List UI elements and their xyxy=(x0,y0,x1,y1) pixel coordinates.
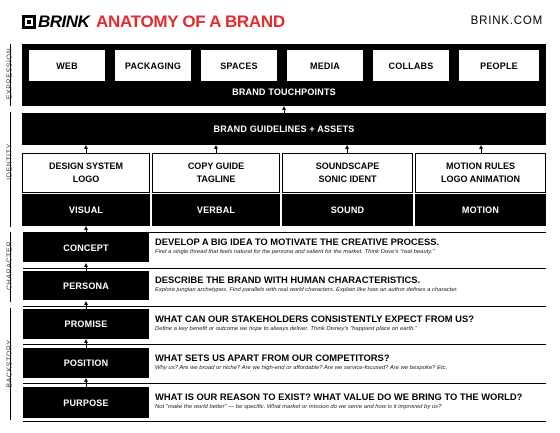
arrow-up-icon xyxy=(83,339,88,343)
identity-verbal: VERBAL xyxy=(152,194,280,226)
identity-visual-assets: DESIGN SYSTEM LOGO xyxy=(22,153,150,193)
brink-logo-icon xyxy=(22,15,36,29)
arrow-stem xyxy=(215,148,217,153)
arrow-up-icon xyxy=(478,145,483,149)
identity-visual-line2: LOGO xyxy=(72,174,100,184)
arrow-stem xyxy=(85,266,87,271)
arrow-up-icon xyxy=(83,226,88,230)
row-label-persona: PERSONA xyxy=(23,271,149,300)
arrow-up-icon xyxy=(83,378,88,382)
row-label-concept: CONCEPT xyxy=(23,233,149,262)
identity-visual: VISUAL xyxy=(22,194,150,226)
arrow-stem xyxy=(480,148,482,153)
identity-visual-line1: DESIGN SYSTEM xyxy=(48,160,123,171)
row-divider xyxy=(23,421,546,422)
brand-touchpoints-label: BRAND TOUCHPOINTS xyxy=(232,87,336,97)
row-divider xyxy=(23,306,546,307)
arrow-up-icon xyxy=(83,145,88,149)
touchpoint-media: MEDIA xyxy=(287,50,363,81)
arrow-stem xyxy=(85,304,87,309)
arrow-up-icon xyxy=(83,263,88,267)
page-title: ANATOMY OF A BRAND xyxy=(96,12,285,31)
touchpoint-packaging: PACKAGING xyxy=(115,50,191,81)
row-label-promise: PROMISE xyxy=(23,309,149,339)
identity-motion-line2: LOGO ANIMATION xyxy=(441,174,520,184)
side-label-character: CHARACTER xyxy=(6,241,14,290)
row-heading: DESCRIBE THE BRAND WITH HUMAN CHARACTERI… xyxy=(155,274,421,285)
row-heading: WHAT CAN OUR STAKEHOLDERS CONSISTENTLY E… xyxy=(155,313,474,324)
arrow-stem xyxy=(283,109,285,113)
identity-verbal-line2: TAGLINE xyxy=(196,174,236,184)
character-divider xyxy=(10,232,11,302)
arrow-stem xyxy=(85,148,87,153)
identity-divider xyxy=(10,112,11,227)
brink-logo: BRINK xyxy=(22,12,90,32)
identity-motion-line1: MOTION RULES xyxy=(446,160,515,171)
row-subtext: Find a single thread that feels natural … xyxy=(155,249,435,255)
row-heading: WHAT IS OUR REASON TO EXIST? WHAT VALUE … xyxy=(155,391,523,402)
arrow-up-icon xyxy=(213,145,218,149)
arrow-stem xyxy=(85,229,87,232)
row-subtext: Explore jungian archetypes. Find paralle… xyxy=(155,287,458,293)
arrow-up-icon xyxy=(344,145,349,149)
row-divider xyxy=(23,383,546,384)
brand-guidelines-bar: BRAND GUIDELINES + ASSETS xyxy=(22,113,546,145)
touchpoint-collabs: COLLABS xyxy=(373,50,449,81)
row-label-purpose: PURPOSE xyxy=(23,387,149,418)
side-label-backstory: BACKSTORY xyxy=(6,339,14,388)
identity-sound-assets: SOUNDSCAPE SONIC IDENT xyxy=(282,153,413,193)
row-description-persona: DESCRIBE THE BRAND WITH HUMAN CHARACTERI… xyxy=(155,274,550,295)
row-heading: WHAT SETS US APART FROM OUR COMPETITORS? xyxy=(155,352,390,363)
row-subtext: Not "make the world better" — be specifi… xyxy=(155,404,442,410)
backstory-divider xyxy=(10,308,11,420)
identity-motion-assets: MOTION RULES LOGO ANIMATION xyxy=(415,153,546,193)
identity-motion: MOTION xyxy=(415,194,546,226)
identity-verbal-assets: COPY GUIDE TAGLINE xyxy=(152,153,280,193)
row-subtext: Define a key benefit or outcome we hope … xyxy=(155,326,418,332)
arrow-stem xyxy=(85,381,87,387)
expression-divider xyxy=(10,44,11,106)
row-divider xyxy=(23,232,546,233)
row-description-position: WHAT SETS US APART FROM OUR COMPETITORS?… xyxy=(155,352,550,373)
identity-sound: SOUND xyxy=(282,194,413,226)
touchpoint-spaces: SPACES xyxy=(201,50,277,81)
row-heading: DEVELOP A BIG IDEA TO MOTIVATE THE CREAT… xyxy=(155,236,440,247)
side-label-identity: IDENTITY xyxy=(6,143,14,180)
identity-sound-line1: SOUNDSCAPE xyxy=(315,160,380,171)
arrow-up-icon xyxy=(83,301,88,305)
row-description-purpose: WHAT IS OUR REASON TO EXIST? WHAT VALUE … xyxy=(155,391,550,412)
row-label-position: POSITION xyxy=(23,348,149,378)
row-description-concept: DEVELOP A BIG IDEA TO MOTIVATE THE CREAT… xyxy=(155,236,550,257)
touchpoint-people: PEOPLE xyxy=(459,50,539,81)
site-link[interactable]: BRINK.COM xyxy=(470,15,543,27)
brand-touchpoints-panel: BRAND TOUCHPOINTS xyxy=(22,44,546,106)
identity-verbal-line1: COPY GUIDE xyxy=(187,160,245,171)
side-label-expression: EXPRESSION xyxy=(6,47,14,100)
arrow-stem xyxy=(85,342,87,348)
arrow-stem xyxy=(346,148,348,153)
identity-sound-line2: SONIC IDENT xyxy=(318,174,377,184)
logo-text: BRINK xyxy=(38,12,90,31)
row-divider xyxy=(23,344,546,345)
row-description-promise: WHAT CAN OUR STAKEHOLDERS CONSISTENTLY E… xyxy=(155,313,550,334)
row-subtext: Why us? Are we broad or niche? Are we hi… xyxy=(155,365,448,371)
row-divider xyxy=(23,268,546,269)
touchpoint-web: WEB xyxy=(29,50,105,81)
arrow-up-icon xyxy=(281,106,286,110)
